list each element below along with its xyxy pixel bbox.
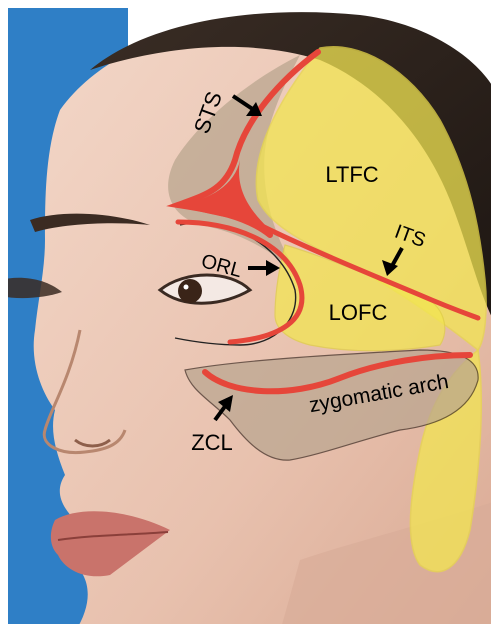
pupil-highlight [184,285,189,290]
zcl-label: ZCL [191,430,233,455]
lofc-label: LOFC [329,300,388,325]
ltfc-label: LTFC [325,162,378,187]
iris [178,279,202,303]
